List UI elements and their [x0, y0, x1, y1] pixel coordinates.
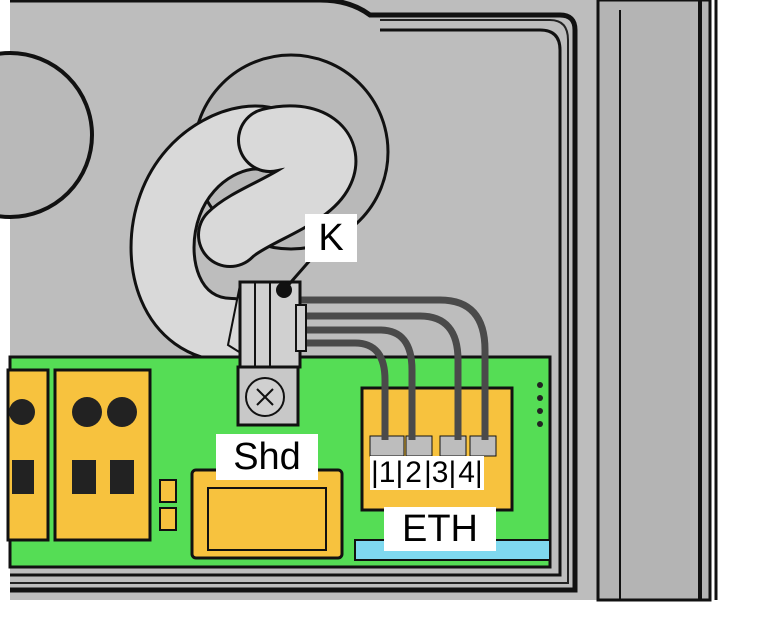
enclosure-outline — [10, 0, 578, 593]
pin-label: |1| — [370, 456, 405, 490]
housing-rail — [596, 0, 712, 602]
pin-label: |3| — [422, 456, 458, 490]
pin-label: 2 — [404, 456, 423, 490]
pin-label: 4| — [457, 456, 484, 490]
wire-2 — [300, 326, 416, 440]
wire-3 — [300, 312, 462, 440]
terminal-block-left-a — [6, 368, 50, 542]
clamp-leader-dot — [276, 282, 292, 298]
wire-1 — [300, 339, 389, 440]
pin-numbers: |1| 2 |3| 4| — [370, 456, 484, 490]
mounting-hole — [0, 51, 94, 219]
terminal-block-left-b — [53, 368, 152, 542]
shield-label: Shd — [216, 434, 318, 480]
clamp-label: K — [305, 214, 357, 262]
wire-4 — [300, 296, 489, 440]
ethernet-label: ETH — [384, 507, 496, 551]
